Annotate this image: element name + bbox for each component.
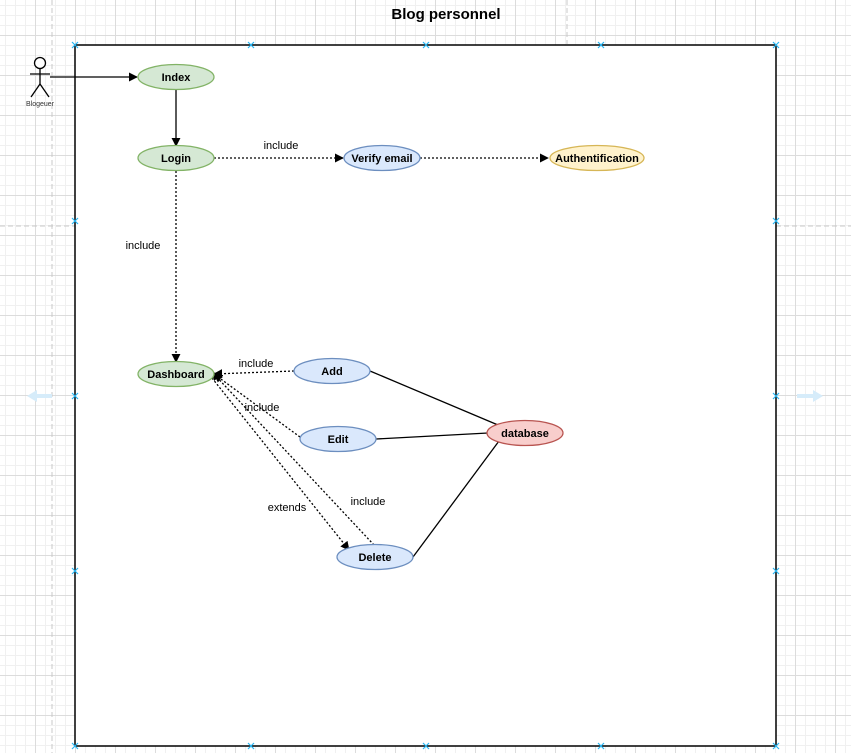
actor-head <box>33 56 47 70</box>
actor-blogeuer[interactable]: Blogeuer <box>26 56 55 109</box>
label-login-dashboard: include <box>126 240 161 252</box>
use-case-edit-label: Edit <box>328 434 349 446</box>
use-case-database-shape <box>486 419 564 447</box>
use-case-dashboard-label: Dashboard <box>147 369 204 381</box>
label-edit-dashboard: include <box>245 402 280 414</box>
label-delete-dashboard: include <box>351 496 386 508</box>
resize-handle-icon[interactable] <box>71 41 79 49</box>
resize-handle-icon[interactable] <box>597 742 605 750</box>
edge-edit-dashboard[interactable] <box>213 373 301 438</box>
arrow-right-icon[interactable] <box>797 390 823 402</box>
use-case-login-shape <box>137 144 215 172</box>
use-case-index[interactable]: Index <box>137 63 215 91</box>
resize-handle-icon[interactable] <box>772 742 780 750</box>
use-case-database[interactable]: database <box>486 419 564 447</box>
use-case-add-label: Add <box>321 366 342 378</box>
use-case-authentification-label: Authentification <box>555 153 639 165</box>
edge-dashboard-delete[interactable] <box>211 377 350 551</box>
resize-handle-icon[interactable] <box>71 742 79 750</box>
resize-handle-icon[interactable] <box>772 567 780 575</box>
resize-handle-icon[interactable] <box>772 392 780 400</box>
resize-handle-icon[interactable] <box>71 392 79 400</box>
use-case-authentification-shape <box>549 144 645 172</box>
edge-edit-database[interactable] <box>375 432 489 440</box>
use-case-edit[interactable]: Edit <box>299 425 377 453</box>
use-case-verify-email[interactable]: Verify email <box>343 144 421 172</box>
resize-handle-icon[interactable] <box>422 742 430 750</box>
edge-delete-database[interactable] <box>412 440 500 558</box>
resize-handle-icon[interactable] <box>71 217 79 225</box>
use-case-login[interactable]: Login <box>137 144 215 172</box>
use-case-delete-shape <box>336 543 414 571</box>
label-dashboard-delete: extends <box>268 502 307 514</box>
resize-handle-icon[interactable] <box>247 41 255 49</box>
edge-add-database[interactable] <box>369 370 499 426</box>
resize-handle-icon[interactable] <box>71 567 79 575</box>
use-case-dashboard-shape <box>137 360 215 388</box>
actor-right-leg <box>39 83 50 98</box>
use-case-add-shape <box>293 357 371 385</box>
diagram-title: Blog personnel <box>391 6 500 23</box>
use-case-delete[interactable]: Delete <box>336 543 414 571</box>
resize-handle-icon[interactable] <box>247 742 255 750</box>
label-login-verify: include <box>264 140 299 152</box>
use-case-delete-label: Delete <box>358 552 391 564</box>
use-case-database-label: database <box>501 428 549 440</box>
use-case-authentification[interactable]: Authentification <box>549 144 645 172</box>
use-case-login-label: Login <box>161 153 191 165</box>
resize-handle-icon[interactable] <box>772 41 780 49</box>
actor-label: Blogeuer <box>26 101 55 108</box>
use-case-index-shape <box>137 63 215 91</box>
resize-handle-icon[interactable] <box>597 41 605 49</box>
use-case-verify-email-shape <box>343 144 421 172</box>
resize-handle-icon[interactable] <box>772 217 780 225</box>
selection-handles[interactable] <box>71 41 780 750</box>
label-add-dashboard: include <box>239 358 274 370</box>
use-case-index-label: Index <box>162 72 192 84</box>
actor-left-leg <box>30 83 41 98</box>
use-case-add[interactable]: Add <box>293 357 371 385</box>
resize-handle-icon[interactable] <box>422 41 430 49</box>
edge-add-dashboard[interactable] <box>213 369 295 379</box>
edge-delete-dashboard[interactable] <box>211 371 375 546</box>
use-case-dashboard[interactable]: Dashboard <box>137 360 215 388</box>
use-case-edit-shape <box>299 425 377 453</box>
use-case-verify-email-label: Verify email <box>351 153 412 165</box>
arrow-left-icon[interactable] <box>27 390 52 402</box>
